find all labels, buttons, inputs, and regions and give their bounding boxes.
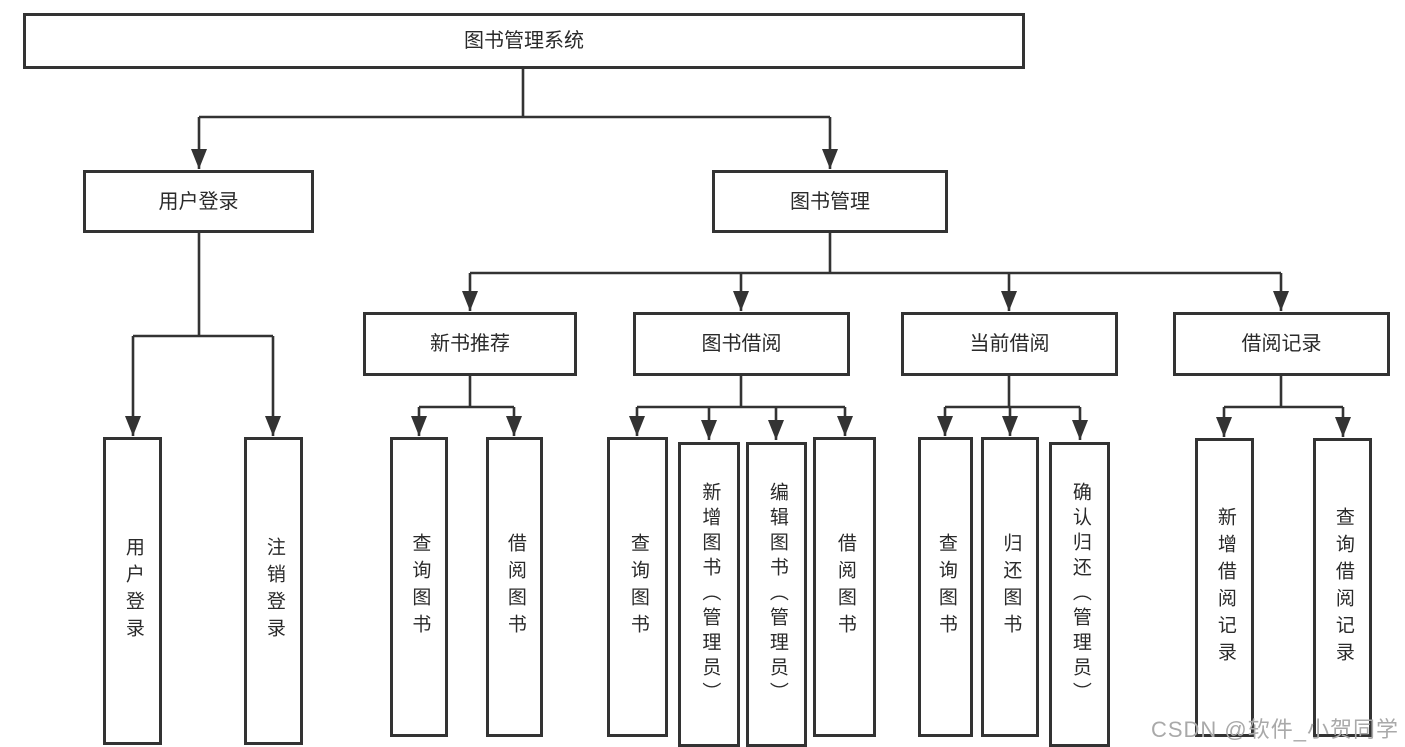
node-rec-borrow-books: 借阅图书: [486, 437, 543, 737]
node-new-book-recommend: 新书推荐: [363, 312, 577, 376]
node-root: 图书管理系统: [23, 13, 1025, 69]
node-user-login: 用户登录: [83, 170, 314, 233]
node-book-borrow: 图书借阅: [633, 312, 850, 376]
node-rec-query-books: 查询图书: [390, 437, 448, 737]
node-bb-query-books: 查询图书: [607, 437, 668, 737]
node-user-login-leaf: 用户登录: [103, 437, 162, 745]
node-cb-confirm-return-admin: 确认归还（管理员）: [1049, 442, 1110, 747]
node-cb-return-books: 归还图书: [981, 437, 1039, 737]
node-rc-add-record: 新增借阅记录: [1195, 438, 1254, 737]
node-current-borrow: 当前借阅: [901, 312, 1118, 376]
node-bb-borrow-books: 借阅图书: [813, 437, 876, 737]
node-bb-edit-books-admin: 编辑图书（管理员）: [746, 442, 807, 747]
node-cb-query-books: 查询图书: [918, 437, 973, 737]
csdn-watermark: CSDN @软件_小贺同学: [1150, 717, 1399, 742]
node-book-mgmt: 图书管理: [712, 170, 948, 233]
node-bb-add-books-admin: 新增图书（管理员）: [678, 442, 740, 747]
node-logout: 注销登录: [244, 437, 303, 745]
node-rc-query-record: 查询借阅记录: [1313, 438, 1372, 737]
node-borrow-records: 借阅记录: [1173, 312, 1390, 376]
